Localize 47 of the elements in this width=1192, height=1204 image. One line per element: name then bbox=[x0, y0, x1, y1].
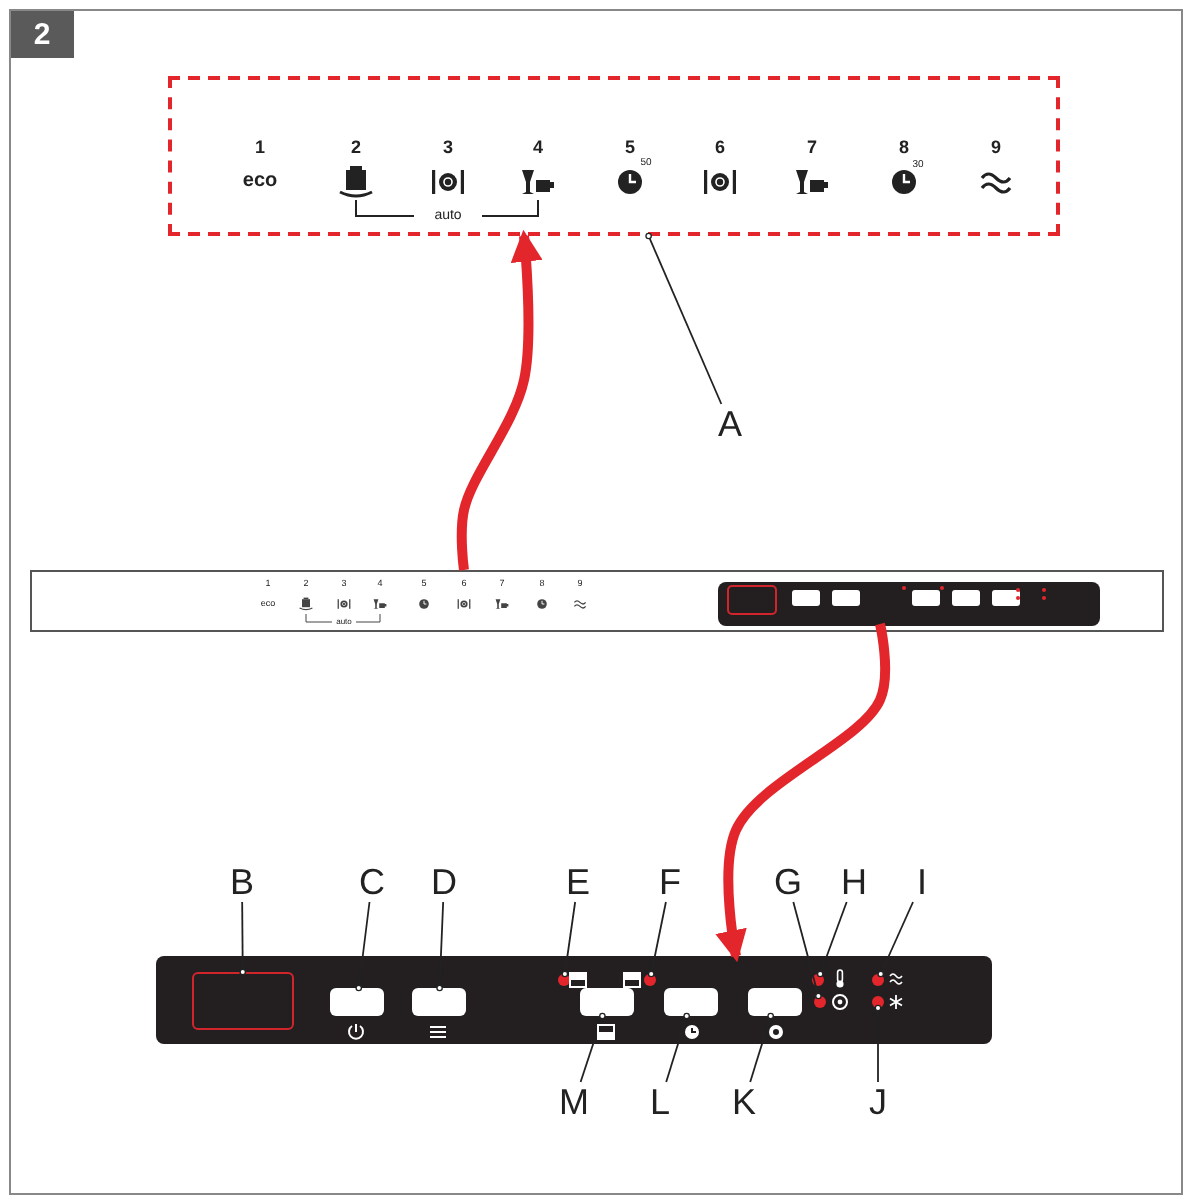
callout-letter: G bbox=[772, 862, 804, 902]
callout-letter: L bbox=[644, 1082, 676, 1122]
callout-letter: C bbox=[356, 862, 388, 902]
panel-button bbox=[664, 988, 718, 1016]
leader-line bbox=[874, 1004, 882, 1083]
program-number: 1 bbox=[255, 139, 265, 157]
program-label: eco bbox=[242, 172, 278, 192]
callout-letter: F bbox=[654, 862, 686, 902]
indicator-led bbox=[872, 996, 884, 1008]
panel-button bbox=[412, 988, 466, 1016]
callout-letter: H bbox=[838, 862, 870, 902]
program-number: 3 bbox=[443, 139, 453, 157]
figure-number: 2 bbox=[10, 10, 74, 58]
callout-letter: K bbox=[728, 1082, 760, 1122]
program-number: 6 bbox=[715, 139, 725, 157]
program-number: 9 bbox=[991, 139, 1001, 157]
callout-letter: I bbox=[906, 862, 938, 902]
control-panel bbox=[156, 956, 992, 1044]
callout-letter: J bbox=[862, 1082, 894, 1122]
program-number: 5 bbox=[625, 139, 635, 157]
leader-line bbox=[579, 1012, 606, 1083]
arrow bbox=[456, 229, 543, 571]
leader-line bbox=[355, 901, 371, 992]
callout-letter: M bbox=[558, 1082, 590, 1122]
leader-line bbox=[239, 901, 247, 976]
panel-button bbox=[748, 988, 802, 1016]
leader-line bbox=[749, 1012, 774, 1083]
leader-line bbox=[561, 901, 577, 978]
program-number: 4 bbox=[533, 139, 543, 157]
panel-button bbox=[330, 988, 384, 1016]
leader-line bbox=[436, 901, 445, 992]
panel-button bbox=[580, 988, 634, 1016]
callout-letter: E bbox=[562, 862, 594, 902]
callout-letter: D bbox=[428, 862, 460, 902]
control-strip bbox=[30, 570, 1164, 632]
program-number: 7 bbox=[807, 139, 817, 157]
program-number: 8 bbox=[899, 139, 909, 157]
leader-line bbox=[816, 901, 848, 978]
callout-letter: A bbox=[714, 404, 746, 444]
leader-line bbox=[647, 901, 667, 978]
leader-line bbox=[665, 1012, 690, 1083]
leader-line bbox=[792, 901, 822, 1000]
leader-line bbox=[645, 232, 723, 405]
program-number: 2 bbox=[351, 139, 361, 157]
display-window bbox=[192, 972, 294, 1030]
callout-letter: B bbox=[226, 862, 258, 902]
leader-line bbox=[877, 901, 914, 978]
